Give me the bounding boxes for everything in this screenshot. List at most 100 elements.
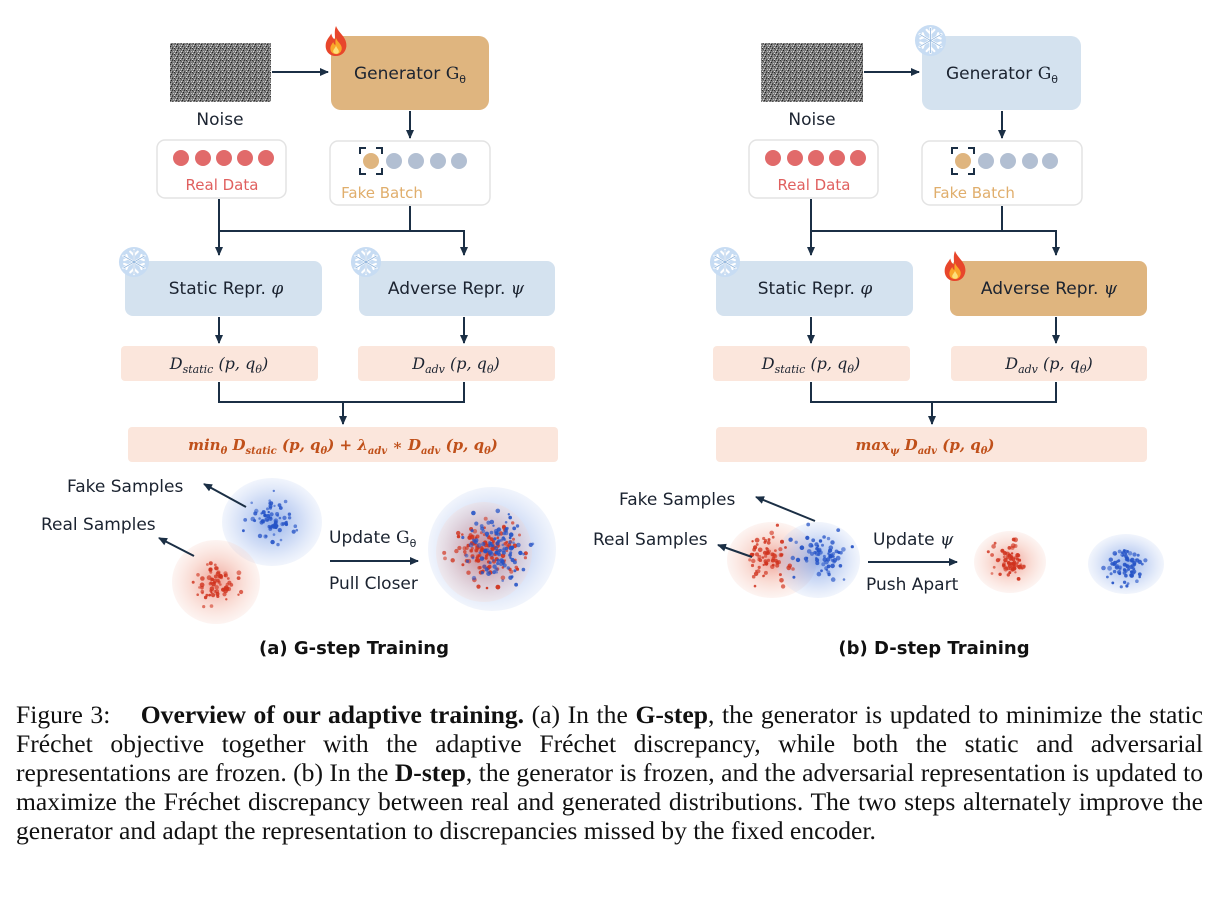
sample-dot	[817, 552, 821, 557]
real-samples-cluster	[172, 540, 260, 624]
merge-line	[810, 382, 1057, 403]
sample-dot	[792, 575, 796, 579]
sample-dot	[1140, 562, 1144, 566]
sample-dot	[778, 547, 783, 552]
sample-dot	[837, 551, 841, 554]
sample-dot	[471, 575, 477, 581]
sample-dot	[512, 537, 515, 541]
sample-dot	[806, 549, 812, 554]
sample-dot	[487, 564, 492, 569]
sample-dot	[528, 542, 533, 548]
sample-dot	[269, 512, 274, 517]
sample-dot	[1107, 565, 1112, 571]
sample-dot	[518, 533, 521, 537]
sample-dot	[763, 559, 768, 564]
sample-dot	[818, 539, 823, 543]
sample-dot	[514, 565, 519, 570]
sample-dot	[523, 556, 528, 560]
sample-dot	[521, 567, 526, 572]
arrow-to-adverse	[811, 230, 1060, 256]
sample-dot	[830, 540, 835, 545]
sample-dot	[757, 547, 763, 553]
sample-dot	[477, 566, 481, 570]
sample-dot	[266, 507, 269, 511]
sample-dot	[278, 506, 283, 510]
sample-dot	[763, 570, 768, 575]
sample-dot	[210, 577, 215, 582]
sample-dot	[268, 499, 272, 503]
effect-label: Pull Closer	[329, 574, 418, 594]
sample-dot	[762, 574, 765, 578]
sample-dot	[484, 556, 488, 560]
sample-dot	[1124, 556, 1128, 559]
sample-dot	[464, 553, 469, 558]
sample-dot	[259, 520, 264, 525]
sample-dot	[1006, 573, 1010, 577]
sample-dot	[512, 541, 515, 544]
sample-dot	[509, 556, 512, 559]
generator-label: Generator Gθ	[354, 64, 466, 86]
sample-dot	[751, 540, 754, 543]
sample-dot	[766, 540, 771, 545]
sample-dot	[208, 561, 213, 566]
sample-dot	[510, 545, 515, 550]
sample-dot	[496, 561, 500, 566]
fake-batch-label: Fake Batch	[933, 184, 1015, 202]
sample-dot	[757, 565, 761, 570]
sample-dot	[787, 563, 792, 568]
static-repr-label: Static Repr. φ	[758, 279, 873, 299]
sample-dot	[810, 551, 814, 556]
d-static-label: Dstatic (p, qθ)	[761, 354, 860, 376]
sample-dot	[1112, 569, 1117, 574]
caption-text-3: , the generator is frozen, and the adver…	[16, 758, 1203, 845]
real-data-dots	[173, 150, 274, 166]
sample-dot	[1008, 571, 1012, 575]
sample-dot	[827, 572, 831, 577]
sample-dot	[755, 543, 759, 546]
sample-dot	[1122, 568, 1127, 572]
sample-dot	[766, 551, 771, 555]
caption-label: Figure 3:	[16, 700, 111, 729]
sample-dot	[1127, 567, 1131, 571]
sample-dot	[201, 591, 204, 595]
sample-dot	[1007, 561, 1011, 566]
sample-dot	[492, 524, 495, 527]
d-adv-label: Dadv (p, qθ)	[1004, 354, 1093, 376]
sample-dot	[485, 586, 489, 590]
sample-dot	[478, 551, 482, 554]
sample-dot	[264, 517, 270, 522]
sample-dot	[191, 580, 195, 584]
sample-dot	[771, 553, 776, 558]
sample-dot	[758, 558, 763, 562]
sample-dot	[496, 558, 500, 563]
sample-dot	[779, 553, 783, 557]
objective-box	[128, 427, 558, 462]
sample-dot	[1109, 572, 1113, 576]
panel-a-g-step: Noise Generator Gθ Real Data Fake Batch …	[41, 25, 558, 659]
sample-dot	[752, 547, 757, 552]
sample-dot	[1126, 550, 1130, 553]
sample-dot	[839, 550, 843, 555]
sample-dot	[208, 567, 213, 572]
d-static-box	[713, 346, 910, 381]
real-data-label: Real Data	[186, 176, 259, 194]
sample-dot	[1130, 559, 1134, 563]
sample-dot	[1112, 551, 1118, 556]
sample-dot	[794, 540, 798, 544]
sample-dot	[805, 559, 809, 563]
sample-dot	[1022, 564, 1026, 568]
sample-dot	[216, 570, 221, 575]
sample-dot	[206, 563, 209, 566]
sample-dot	[784, 546, 787, 549]
sample-dot	[468, 542, 474, 548]
sample-dot	[263, 513, 267, 517]
sample-dot	[790, 555, 795, 561]
sample-dot	[213, 563, 217, 567]
sample-dot	[454, 548, 459, 554]
sample-dot	[282, 515, 287, 521]
sample-dot	[470, 529, 474, 533]
sample-dot	[1004, 566, 1009, 571]
sample-dot	[476, 584, 481, 589]
overlapping-clusters	[727, 522, 860, 598]
sample-dot	[766, 558, 771, 563]
